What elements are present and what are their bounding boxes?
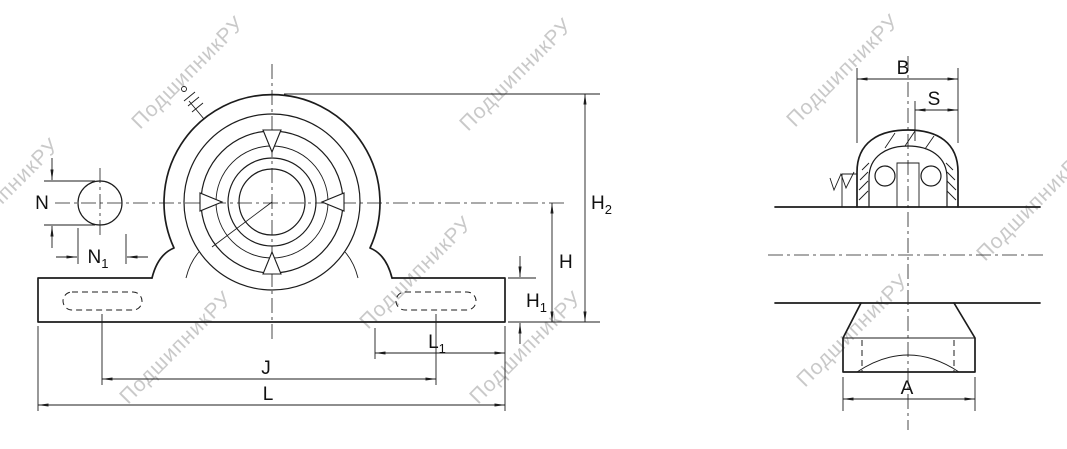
bolt-slot-right — [395, 291, 477, 311]
dim-label-h: H — [559, 252, 573, 273]
dim-N1: N1 — [56, 228, 148, 271]
watermark-text: ПодшипникРУ — [455, 14, 577, 136]
side-view: B S A — [768, 56, 1046, 430]
notch-left — [199, 192, 224, 212]
dim-label-a: A — [901, 378, 914, 399]
watermark-text: ПодшипникРУ — [782, 10, 904, 132]
housing-dome-outline — [856, 129, 959, 208]
base-side-outline — [842, 302, 976, 373]
watermark-text: ПодшипникРУ — [127, 12, 249, 134]
watermark-text: ПодшипникРУ — [0, 134, 64, 256]
dim-H1: H1 — [508, 256, 547, 344]
shoulder-fillet-left — [185, 251, 200, 279]
shaft-bore-circle — [238, 168, 306, 236]
bearing-outer-ring-section — [868, 145, 948, 207]
dim-H: H — [550, 202, 573, 323]
dim-J: J — [101, 314, 437, 385]
dim-label-n: N — [35, 193, 49, 214]
dim-B: B — [856, 58, 959, 143]
dim-label-h1: H1 — [526, 291, 547, 315]
grease-fitting-icon — [181, 86, 205, 120]
notch-top — [262, 129, 282, 154]
housing-bore-circle — [183, 113, 361, 291]
watermark-text: ПодшипникРУ — [115, 287, 237, 409]
dim-A: A — [842, 377, 976, 411]
inner-ring-section — [896, 162, 920, 207]
dim-label-l: L — [263, 384, 274, 405]
watermark-text: ПодшипникРУ — [972, 144, 1067, 266]
ball-left — [874, 165, 896, 187]
side-lug-circle — [77, 180, 123, 226]
dim-label-b: B — [897, 58, 910, 79]
base-relief-arc — [856, 354, 960, 373]
notch-bottom — [262, 250, 282, 275]
dim-label-n1: N1 — [88, 247, 109, 271]
section-hatching — [858, 130, 957, 201]
front-view: N N1 H2 H H1 — [35, 64, 612, 411]
set-screw-icon — [829, 171, 855, 192]
shoulder-fillet-right — [344, 251, 359, 279]
setscrew-collar — [841, 173, 857, 207]
dim-label-j: J — [261, 358, 271, 379]
watermark-text: ПодшипникРУ — [792, 270, 914, 392]
dim-S: S — [914, 89, 959, 141]
dim-L1: L1 — [374, 326, 506, 411]
bore-chamfer-line — [211, 201, 273, 248]
ball-right — [920, 165, 942, 187]
dim-L: L — [37, 326, 506, 411]
housing-outline — [151, 93, 393, 279]
bolt-slot-left — [62, 291, 143, 311]
dim-label-l1: L1 — [428, 332, 446, 356]
watermark-text: ПодшипникРУ — [355, 212, 477, 334]
notch-right — [320, 192, 345, 212]
base-outline — [37, 277, 506, 323]
dim-label-h2: H2 — [591, 193, 612, 217]
dim-label-s: S — [928, 89, 941, 110]
inner-ring-circle — [227, 157, 317, 247]
dim-H2: H2 — [284, 93, 612, 323]
dim-N: N — [35, 158, 95, 248]
